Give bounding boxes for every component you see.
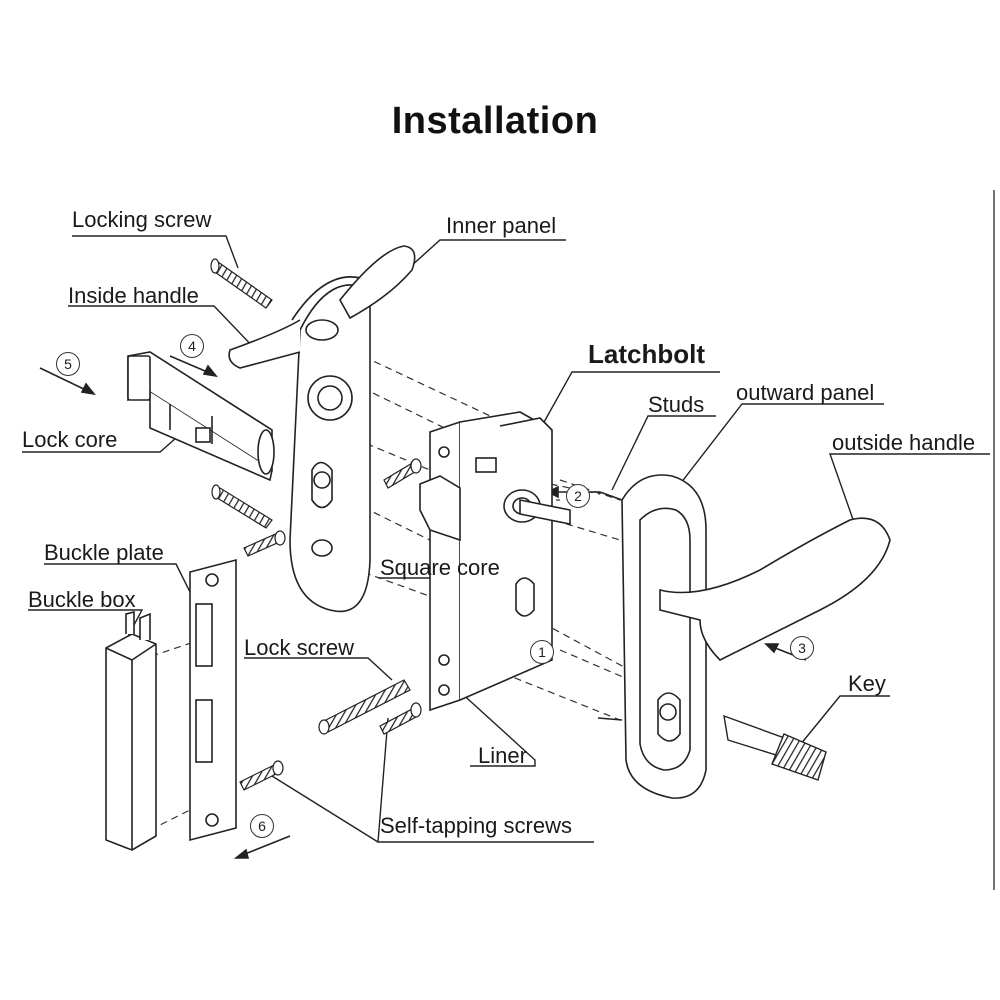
buckle-box-drawing (105, 610, 157, 851)
label-lock-core: Lock core (22, 427, 118, 452)
lock-core-drawing (127, 351, 275, 482)
leader-lines (22, 235, 990, 843)
leader-lock-screw (244, 657, 393, 681)
label-liner: Liner (478, 743, 527, 768)
latchbolt-body-drawing (419, 411, 571, 712)
leader-buckle-box (28, 609, 144, 641)
step-5-marker: 5 (56, 352, 80, 376)
label-buckle-box: Buckle box (28, 587, 136, 612)
inner-panel-drawing (228, 245, 416, 613)
step-arrows (39, 355, 807, 859)
leader-liner (457, 689, 536, 767)
outward-panel-drawing (597, 474, 891, 799)
leader-locking-screw (72, 235, 239, 269)
leader-studs (611, 415, 716, 491)
label-self-tapping-screws: Self-tapping screws (380, 813, 572, 838)
label-latchbolt: Latchbolt (588, 339, 705, 369)
label-key: Key (848, 671, 886, 696)
leader-buckle-plate (44, 563, 195, 601)
page-title: Installation (391, 100, 599, 142)
leader-self-tapping-2 (377, 717, 389, 843)
step-1-marker: 1 (530, 640, 554, 664)
label-lock-screw: Lock screw (244, 635, 355, 660)
leader-outside-handle (829, 453, 990, 529)
label-inside-handle: Inside handle (68, 283, 199, 308)
leader-key (799, 695, 890, 746)
buckle-plate-drawing (189, 558, 237, 842)
label-buckle-plate: Buckle plate (44, 540, 164, 565)
label-locking-screw: Locking screw (72, 207, 212, 232)
step-6-marker: 6 (250, 814, 274, 838)
screws-drawing (211, 458, 422, 791)
step-4-marker: 4 (180, 334, 204, 358)
key-drawing (723, 714, 827, 781)
label-outside-handle: outside handle (832, 430, 976, 455)
locking-screw-drawing (210, 258, 273, 309)
label-outward-panel: outward panel (736, 380, 875, 405)
label-studs: Studs (648, 392, 705, 417)
step-3-marker: 3 (790, 636, 814, 660)
label-square-core: Square core (380, 555, 500, 580)
leader-inside-handle (68, 305, 259, 353)
label-inner-panel: Inner panel (446, 213, 557, 238)
leader-latchbolt (533, 371, 720, 441)
leader-outward-panel (659, 403, 884, 511)
step-2-marker: 2 (566, 484, 590, 508)
